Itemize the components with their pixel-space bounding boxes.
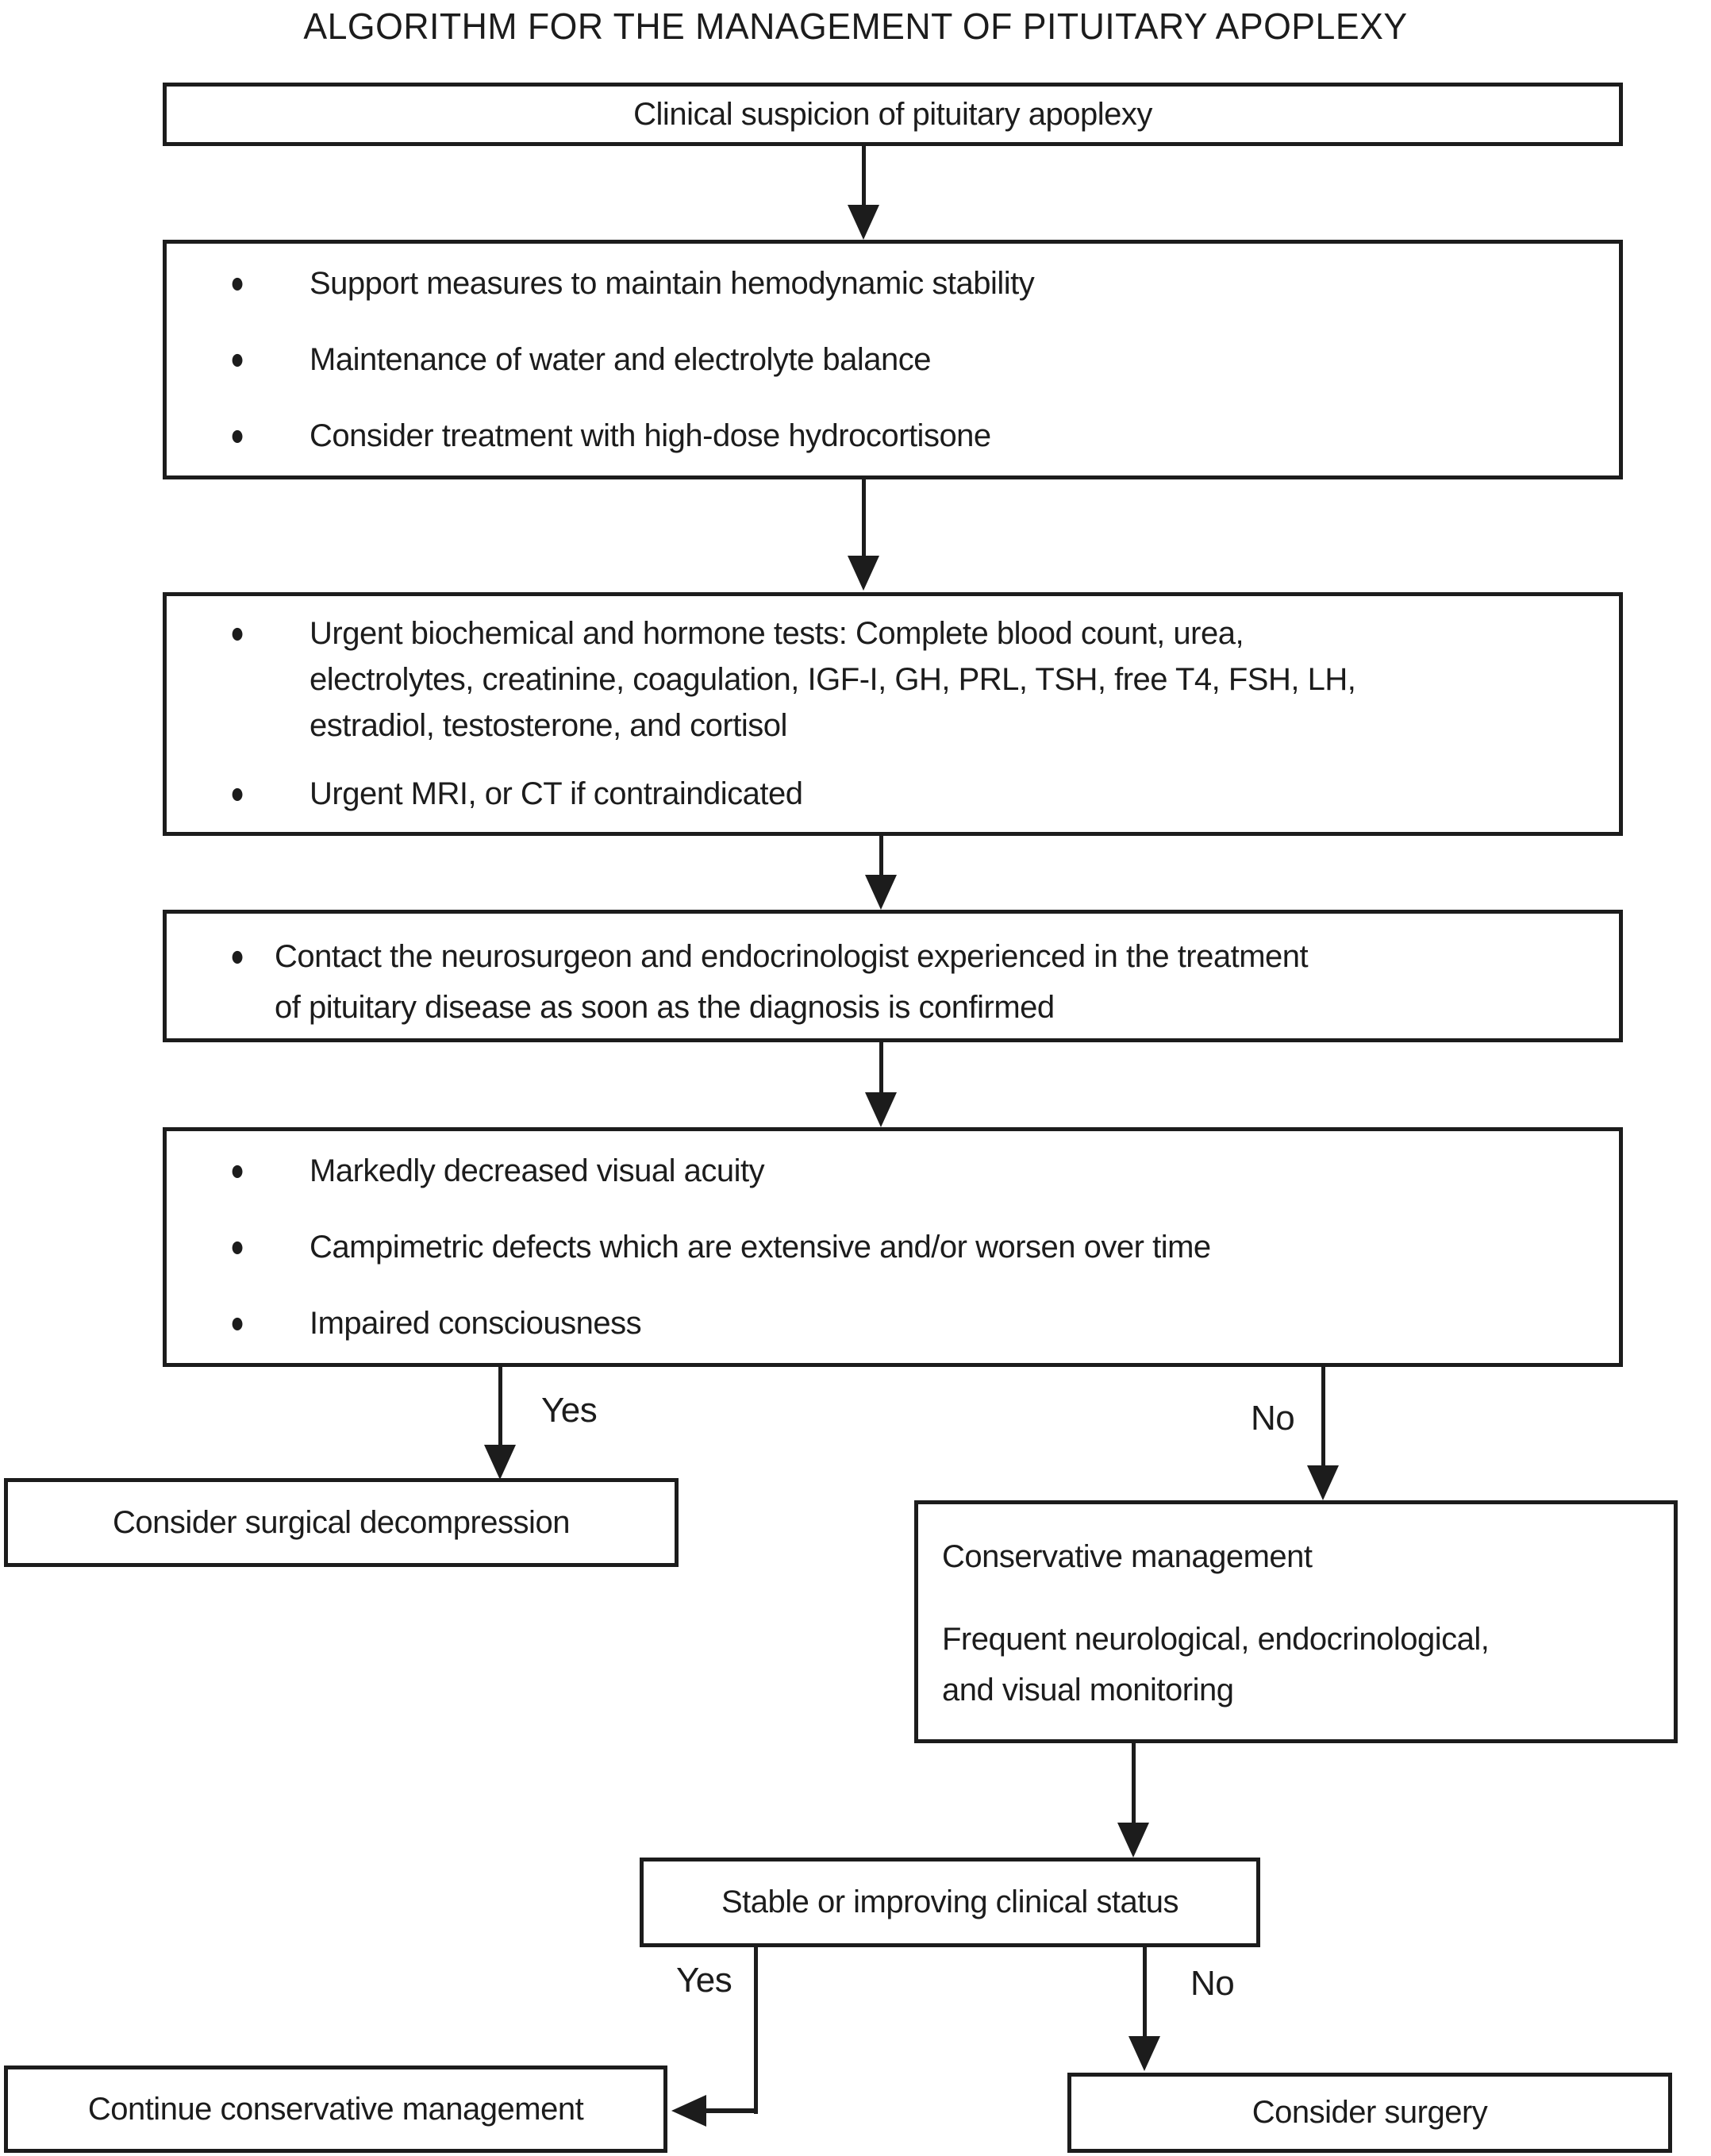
severity-item-1: Markedly decreased visual acuity [310,1153,765,1188]
clinical-suspicion-box: Clinical suspicion of pituitary apoplexy [163,83,1623,146]
stable-status-text: Stable or improving clinical status [721,1885,1179,1919]
clinical-suspicion-text: Clinical suspicion of pituitary apoplexy [633,96,1152,132]
conservative-management-box: Conservative management Frequent neurolo… [914,1500,1678,1743]
surgical-decompression-box: Consider surgical decompression [4,1478,679,1567]
list-item: ● Urgent MRI, or CT if contraindicated [230,771,1619,817]
continue-conservative-text: Continue conservative management [87,2091,584,2127]
no-label-1: No [1251,1399,1295,1438]
support-item-3: Consider treatment with high-dose hydroc… [310,418,991,453]
contact-line-1: Contact the neurosurgeon and endocrinolo… [275,939,1309,974]
list-item: ● Support measures to maintain hemodynam… [230,245,1619,321]
bullet-icon: ● [230,939,244,972]
support-item-2: Maintenance of water and electrolyte bal… [310,342,931,377]
yes-branch-line-1 [498,1367,502,1446]
yes-branch-elbow-line [705,2108,758,2113]
severity-criteria-box: ● Markedly decreased visual acuity ● Cam… [163,1127,1623,1367]
consider-surgery-text: Consider surgery [1252,2095,1488,2130]
bullet-icon: ● [230,776,244,810]
urgent-tests-box: ● Urgent biochemical and hormone tests: … [163,592,1623,836]
arrow-down-icon-5 [1117,1823,1149,1858]
severity-item-2: Campimetric defects which are extensive … [310,1230,1211,1265]
arrow-down-icon-no-2 [1128,2036,1160,2071]
contact-line-2: of pituitary disease as soon as the diag… [275,990,1055,1025]
no-branch-line-2 [1143,1947,1147,2038]
tests-item-1-line-3: estradiol, testosterone, and cortisol [310,708,787,743]
tests-item-1-line-1: Urgent biochemical and hormone tests: Co… [310,616,1244,651]
arrow-down-icon-4 [865,1092,897,1127]
bullet-icon: ● [230,418,244,452]
arrow-left-icon-yes-2 [671,2095,706,2127]
diagram-title: ALGORITHM FOR THE MANAGEMENT OF PITUITAR… [303,6,1408,47]
connector-line-2 [862,479,866,557]
no-branch-line-1 [1321,1367,1325,1467]
connector-line-4 [879,1042,883,1094]
bullet-icon: ● [230,1230,244,1263]
bullet-icon: ● [230,266,244,299]
connector-line-1 [862,146,866,206]
list-item: ● Urgent biochemical and hormone tests: … [230,610,1619,749]
yes-branch-line-2 [754,1947,758,2114]
list-item: ● Consider treatment with high-dose hydr… [230,398,1619,474]
consider-surgery-box: Consider surgery [1067,2073,1672,2153]
contact-specialists-box: ● Contact the neurosurgeon and endocrino… [163,910,1623,1042]
list-item: ● Maintenance of water and electrolyte b… [230,321,1619,398]
surgical-decompression-text: Consider surgical decompression [113,1504,570,1540]
list-item: ● Contact the neurosurgeon and endocrino… [230,931,1619,1033]
connector-line-5 [1132,1743,1136,1824]
list-item: ● Markedly decreased visual acuity [230,1133,1619,1209]
conservative-line-1: Conservative management [942,1539,1313,1574]
bullet-icon: ● [230,1306,244,1339]
bullet-icon: ● [230,1153,244,1187]
yes-label-1: Yes [541,1391,598,1430]
arrow-down-icon-no-1 [1307,1465,1339,1500]
support-item-1: Support measures to maintain hemodynamic… [310,266,1035,301]
list-item: ● Impaired consciousness [230,1285,1619,1361]
conservative-line-3: and visual monitoring [942,1673,1234,1707]
tests-item-2: Urgent MRI, or CT if contraindicated [310,776,803,811]
arrow-down-icon-2 [848,556,879,591]
conservative-line-2: Frequent neurological, endocrinological, [942,1622,1490,1657]
no-label-2: No [1190,1964,1235,2003]
stable-status-box: Stable or improving clinical status [640,1858,1260,1947]
severity-item-3: Impaired consciousness [310,1306,642,1341]
arrow-down-icon-1 [848,205,879,240]
yes-label-2: Yes [676,1961,732,2000]
list-item: ● Campimetric defects which are extensiv… [230,1209,1619,1285]
continue-conservative-box: Continue conservative management [4,2066,667,2153]
bullet-icon: ● [230,342,244,375]
support-measures-box: ● Support measures to maintain hemodynam… [163,240,1623,479]
tests-item-1-line-2: electrolytes, creatinine, coagulation, I… [310,662,1356,697]
arrow-down-icon-3 [865,875,897,910]
arrow-down-icon-yes-1 [484,1445,516,1480]
bullet-icon: ● [230,616,244,649]
connector-line-3 [879,836,883,877]
